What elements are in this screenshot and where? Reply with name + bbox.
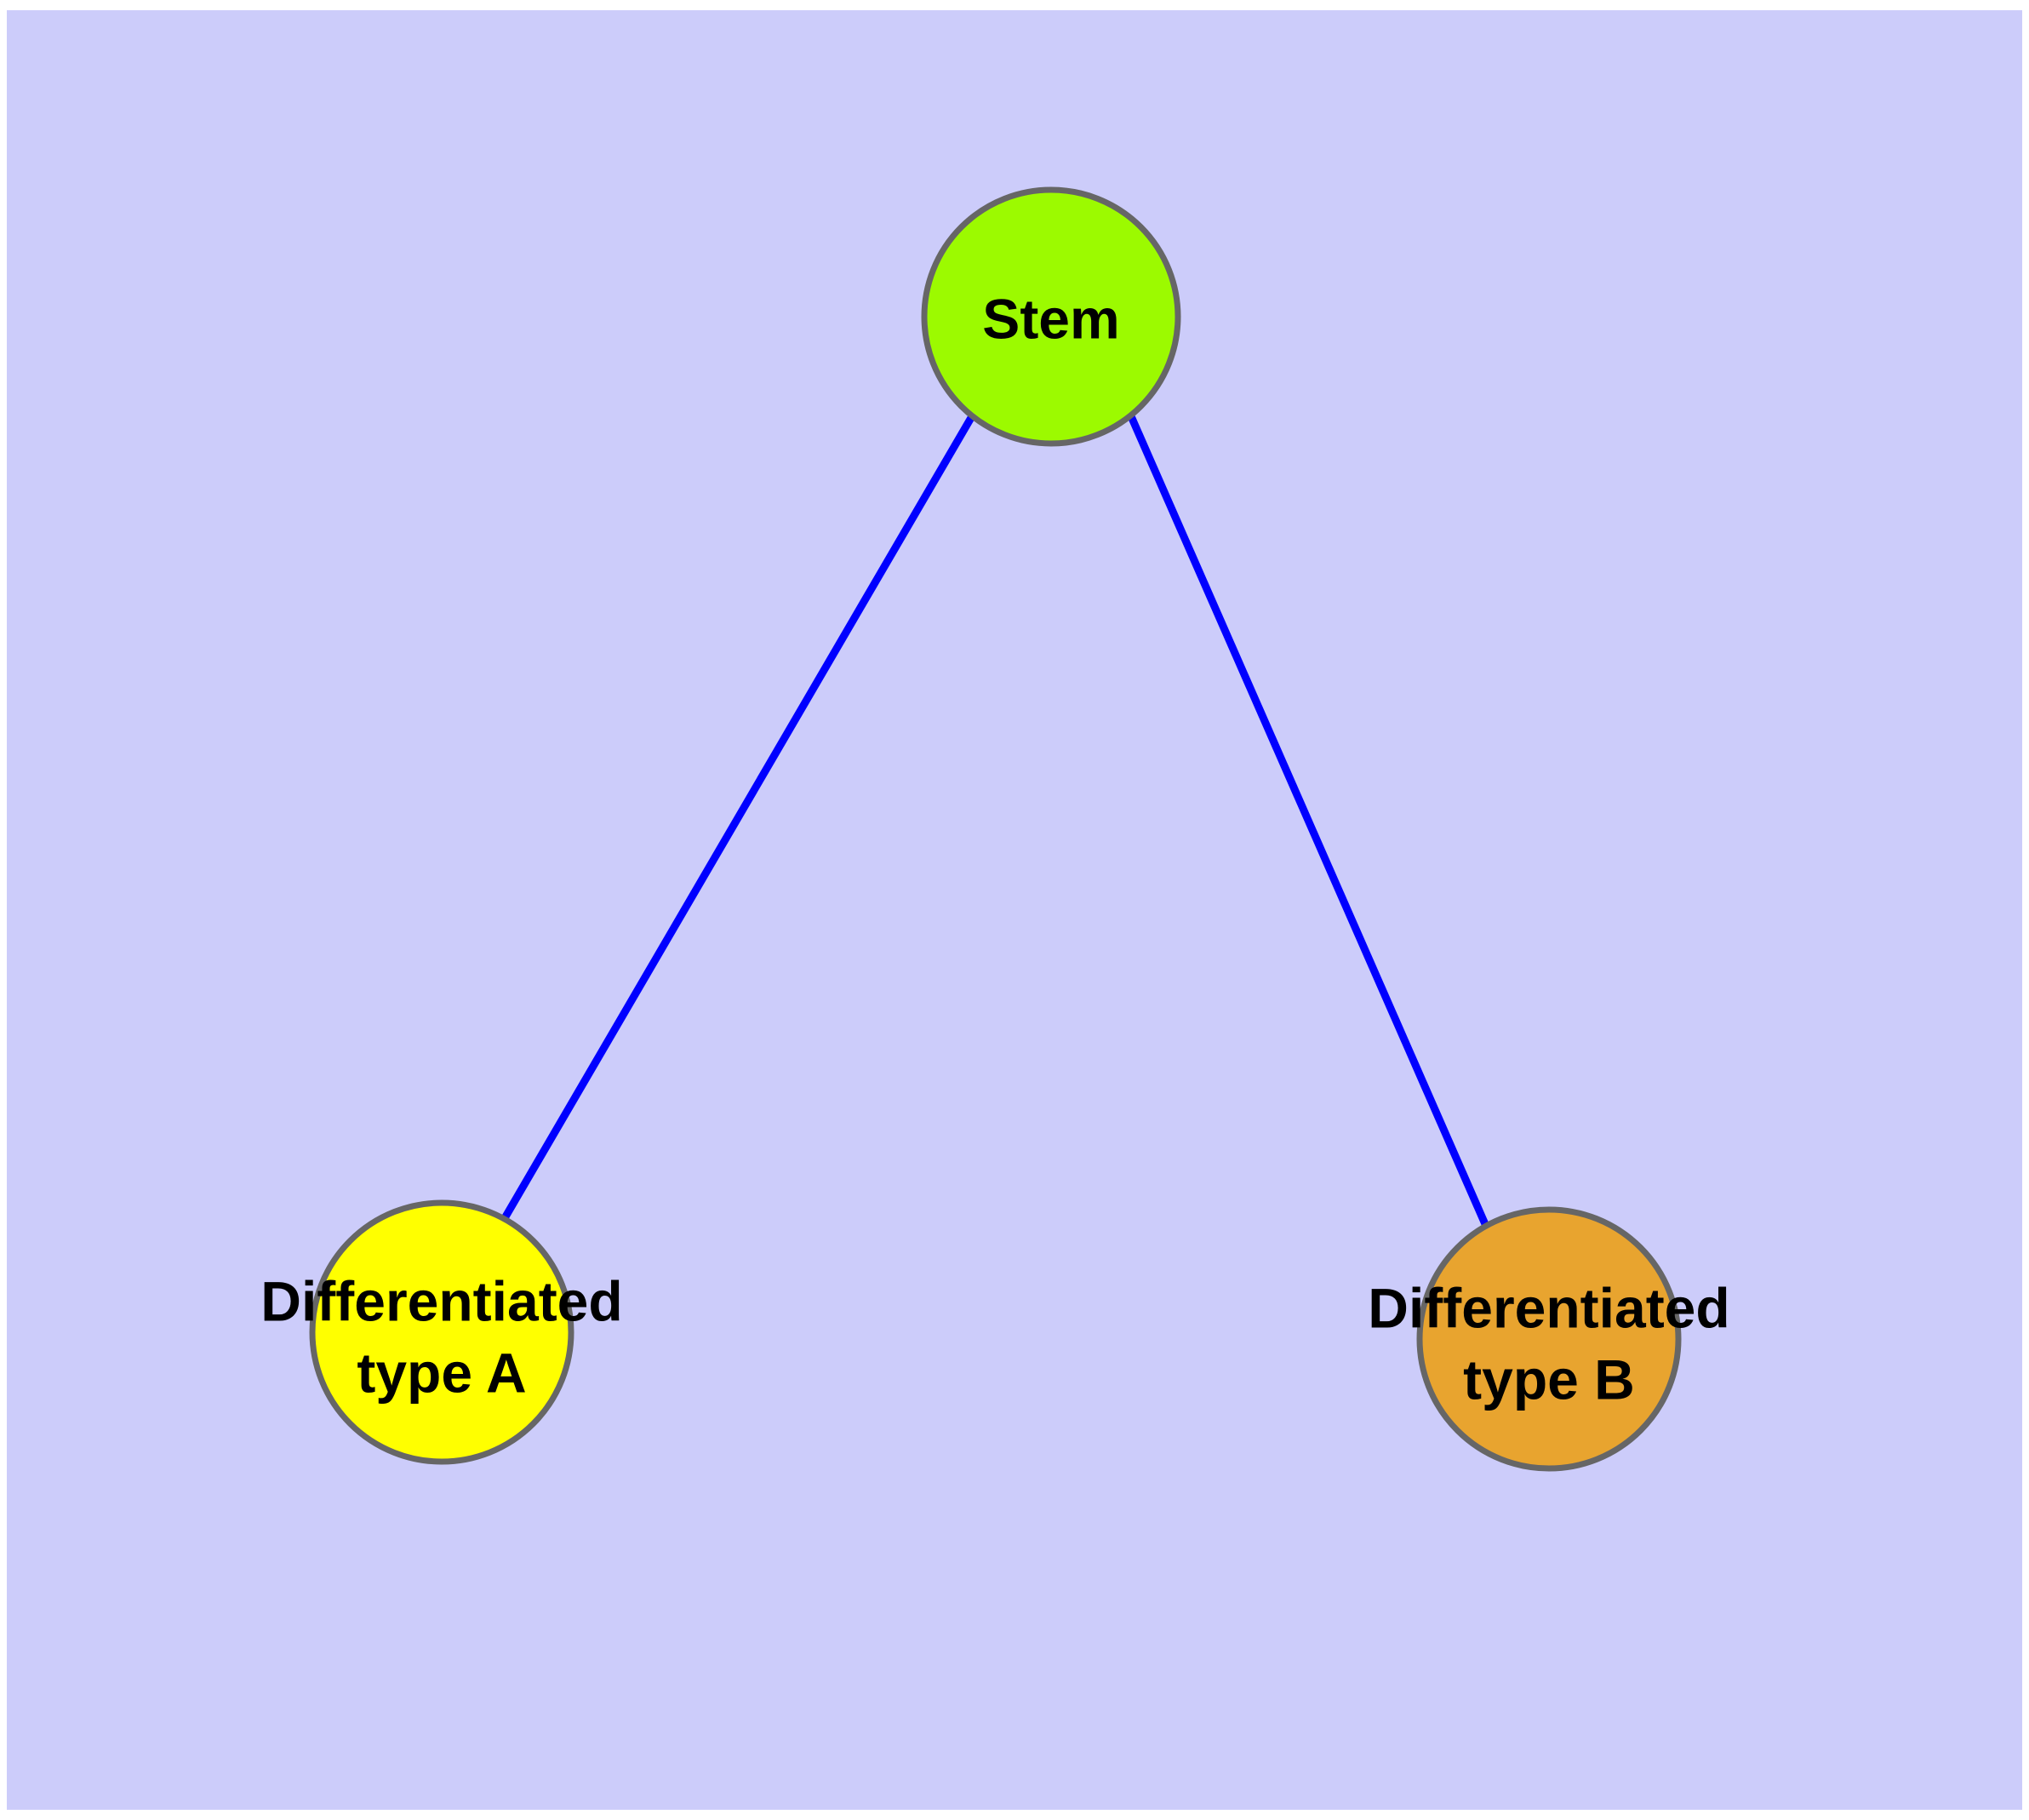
node-diff-b-label-line1: Differentiated: [1368, 1276, 1729, 1339]
node-diff-b[interactable]: Differentiated type B: [1368, 1206, 1730, 1472]
node-stem-circle[interactable]: [921, 186, 1181, 447]
node-diff-a-label-line2: type A: [357, 1341, 526, 1404]
node-diff-a-circle[interactable]: [309, 1199, 574, 1465]
nodes-layer: Stem Differentiated type A Differentiate…: [260, 186, 1730, 1472]
node-diff-a[interactable]: Differentiated type A: [260, 1199, 623, 1465]
node-diff-b-circle[interactable]: [1416, 1206, 1682, 1472]
node-diff-a-label-line1: Differentiated: [260, 1269, 622, 1332]
node-stem-label: Stem: [982, 287, 1119, 350]
edges-layer: [501, 414, 1489, 1226]
edge-stem-diff-b[interactable]: [1127, 415, 1489, 1226]
edge-stem-diff-a[interactable]: [501, 414, 975, 1221]
node-diff-b-label-line2: type B: [1463, 1348, 1635, 1411]
node-stem[interactable]: Stem: [921, 186, 1181, 447]
